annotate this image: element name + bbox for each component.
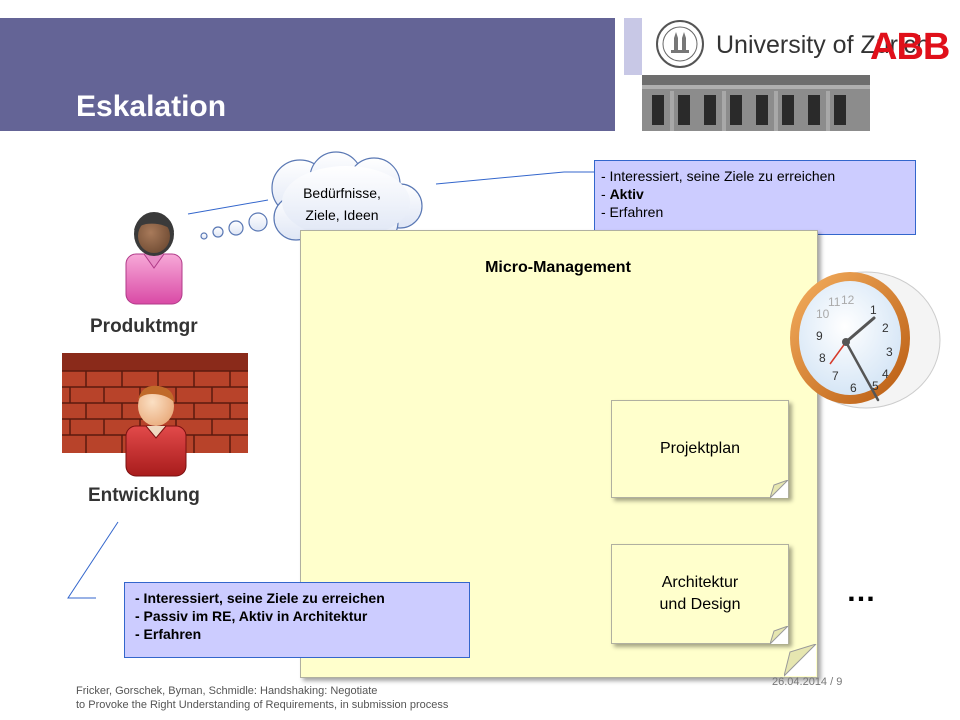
micro-management-title: Micro-Management xyxy=(485,259,631,276)
citation-line: Fricker, Gorschek, Byman, Schmidle: Hand… xyxy=(76,685,378,697)
footer-citation: Fricker, Gorschek, Byman, Schmidle: Hand… xyxy=(76,684,448,712)
info-line: - Interessiert, seine Ziele zu erreichen xyxy=(601,168,836,184)
university-seal-icon xyxy=(656,20,704,68)
university-building-image xyxy=(642,75,870,131)
development-info-box: - Interessiert, seine Ziele zu erreichen… xyxy=(124,582,470,658)
svg-text:9: 9 xyxy=(816,329,823,343)
info-line: - Aktiv xyxy=(601,185,909,203)
note-text: und Design xyxy=(659,596,741,613)
clock-icon: 12 11 1 2 3 4 5 6 7 8 9 10 xyxy=(790,271,941,409)
svg-text:4: 4 xyxy=(882,367,889,381)
info-bold: Aktiv xyxy=(609,186,644,202)
ellipsis-text: … xyxy=(846,575,879,608)
svg-text:12: 12 xyxy=(841,293,855,307)
svg-text:1: 1 xyxy=(870,303,877,317)
architecture-design-note: Architektur und Design xyxy=(611,544,789,644)
note-text: Architektur xyxy=(661,574,739,591)
svg-text:7: 7 xyxy=(832,369,839,383)
info-line: - Erfahren xyxy=(135,626,202,642)
thought-bubble-icon xyxy=(200,151,423,250)
svg-text:11: 11 xyxy=(828,295,841,309)
svg-text:10: 10 xyxy=(816,307,830,321)
svg-text:8: 8 xyxy=(819,351,826,365)
note-fold-icon xyxy=(770,480,789,499)
svg-text:3: 3 xyxy=(886,345,893,359)
product-manager-label: Produktmgr xyxy=(90,316,198,337)
info-line: - Interessiert, seine Ziele zu erreichen xyxy=(135,590,385,606)
footer-date-page: 26.04.2014 / 9 xyxy=(772,676,843,688)
citation-line: to Provoke the Right Understanding of Re… xyxy=(76,699,449,711)
title-bar xyxy=(0,18,615,131)
woman-user-icon xyxy=(125,212,183,305)
info-line: - Erfahren xyxy=(601,204,664,220)
man-user-icon xyxy=(125,385,187,477)
thought-line: Bedürfnisse, xyxy=(303,185,381,201)
title-accent xyxy=(624,18,642,75)
info-bullet: - xyxy=(601,186,610,202)
thought-bubble-text: Bedürfnisse, Ziele, Ideen xyxy=(276,182,408,226)
university-name: University of Zurich xyxy=(716,31,930,59)
note-fold-icon xyxy=(784,644,817,677)
svg-text:5: 5 xyxy=(872,379,879,393)
slide-title: Eskalation xyxy=(76,90,227,123)
svg-text:2: 2 xyxy=(882,321,889,335)
svg-text:6: 6 xyxy=(850,381,857,395)
abb-logo: ABB xyxy=(870,26,950,68)
thought-line: Ziele, Ideen xyxy=(305,207,379,223)
info-line: - Passiv im RE, Aktiv in Architektur xyxy=(135,608,368,624)
product-manager-info-box: - Interessiert, seine Ziele zu erreichen… xyxy=(594,160,916,235)
note-fold-icon xyxy=(770,626,789,645)
note-text: Projektplan xyxy=(659,440,741,457)
development-label: Entwicklung xyxy=(88,485,200,506)
project-plan-note: Projektplan xyxy=(611,400,789,498)
